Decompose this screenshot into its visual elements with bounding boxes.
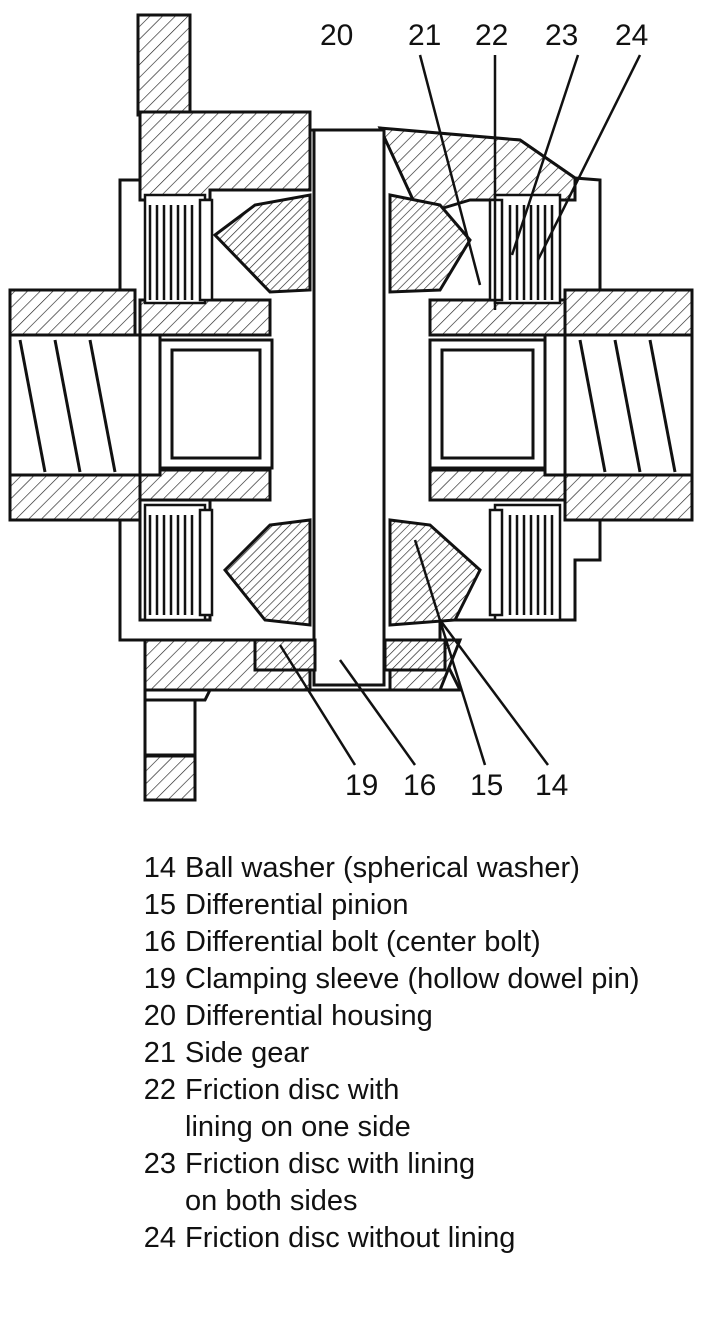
legend-number: 23 [143,1148,176,1180]
callout-19: 19 [345,769,378,802]
legend-number: 20 [143,1000,176,1032]
legend-number: 24 [143,1222,176,1254]
parts-legend: 14 Ball washer (spherical washer) 15 Dif… [122,850,692,1257]
legend-item-20: 20 Differential housing [122,998,692,1035]
legend-text: Clamping sleeve (hollow dowel pin) [185,963,640,995]
legend-number: 22 [143,1074,176,1106]
legend-number: 14 [143,852,176,884]
callout-23: 23 [545,19,578,52]
legend-text: Differential pinion [185,889,409,921]
legend-number: 19 [143,963,176,995]
callout-21: 21 [408,19,441,52]
callouts-top: 20 21 22 23 24 [320,19,648,52]
legend-number: 21 [143,1037,176,1069]
legend-item-24: 24 Friction disc without lining [122,1220,522,1257]
legend-text: Side gear [185,1037,310,1069]
callout-20: 20 [320,19,353,52]
legend-number: 15 [143,889,176,921]
legend-text: Differential housing [185,1000,433,1032]
legend-item-23: 23 Friction disc with lining on both sid… [122,1146,502,1220]
differential-pinions [212,193,482,627]
legend-item-14: 14 Ball washer (spherical washer) [122,850,692,887]
callout-16: 16 [403,769,436,802]
legend-item-21: 21 Side gear [122,1035,692,1072]
legend-item-19: 19 Clamping sleeve (hollow dowel pin) [122,961,692,998]
friction-disc-stack [143,193,562,622]
side-gear-bores [138,333,567,477]
callout-15: 15 [470,769,503,802]
legend-item-16: 16 Differential bolt (center bolt) [122,924,692,961]
legend-text: Friction disc with lining on both sides [185,1148,476,1217]
callouts-bottom: 19 16 15 14 [345,769,568,802]
legend-item-22: 22 Friction disc with lining on one side [122,1072,462,1146]
leader-lines [278,54,642,766]
center-bolt [253,128,447,687]
differential-housing [8,13,694,802]
legend-number: 16 [143,926,176,958]
callout-22: 22 [475,19,508,52]
differential-cross-section-diagram: 20 21 22 23 24 19 16 15 14 [8,13,694,802]
legend-text: Differential bolt (center bolt) [185,926,541,958]
legend-item-15: 15 Differential pinion [122,887,692,924]
callout-24: 24 [615,19,648,52]
legend-text: Friction disc with lining on one side [185,1074,411,1143]
legend-text: Friction disc without lining [185,1222,516,1254]
callout-14: 14 [535,769,568,802]
thread-lines [18,339,677,473]
legend-text: Ball washer (spherical washer) [185,852,580,884]
